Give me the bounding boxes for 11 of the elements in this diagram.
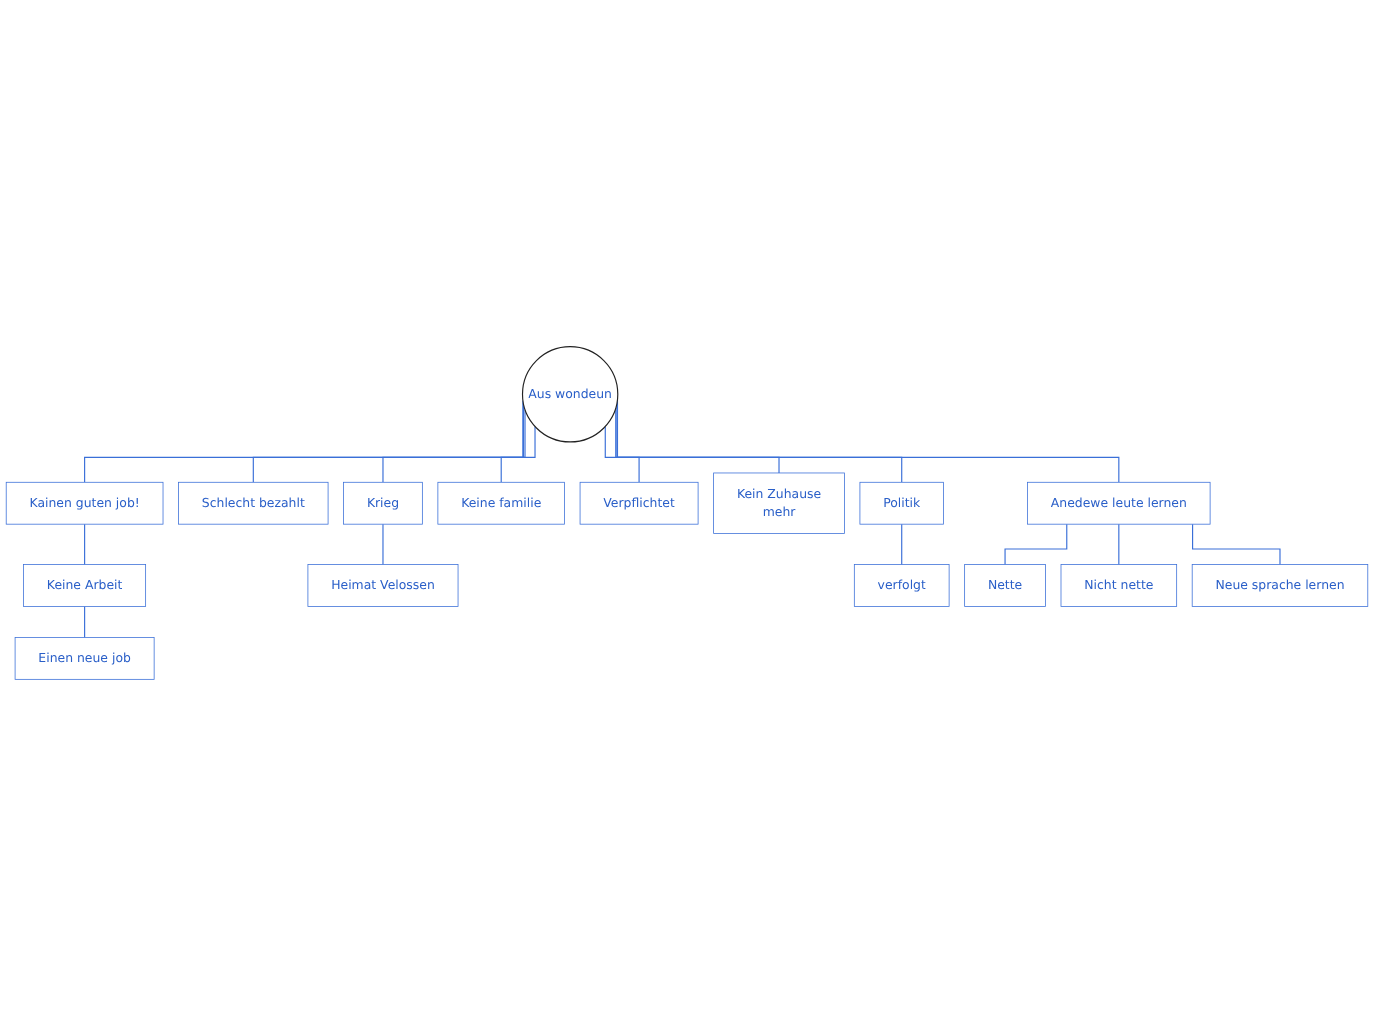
connector — [84, 523, 86, 566]
connector — [604, 425, 640, 483]
connector — [1192, 523, 1281, 566]
connector — [1004, 523, 1068, 566]
connector — [615, 407, 780, 474]
connector — [1118, 523, 1120, 566]
connector — [84, 605, 86, 639]
connector — [901, 523, 903, 566]
connector — [500, 425, 536, 483]
connector — [382, 523, 384, 566]
connector — [382, 408, 526, 483]
